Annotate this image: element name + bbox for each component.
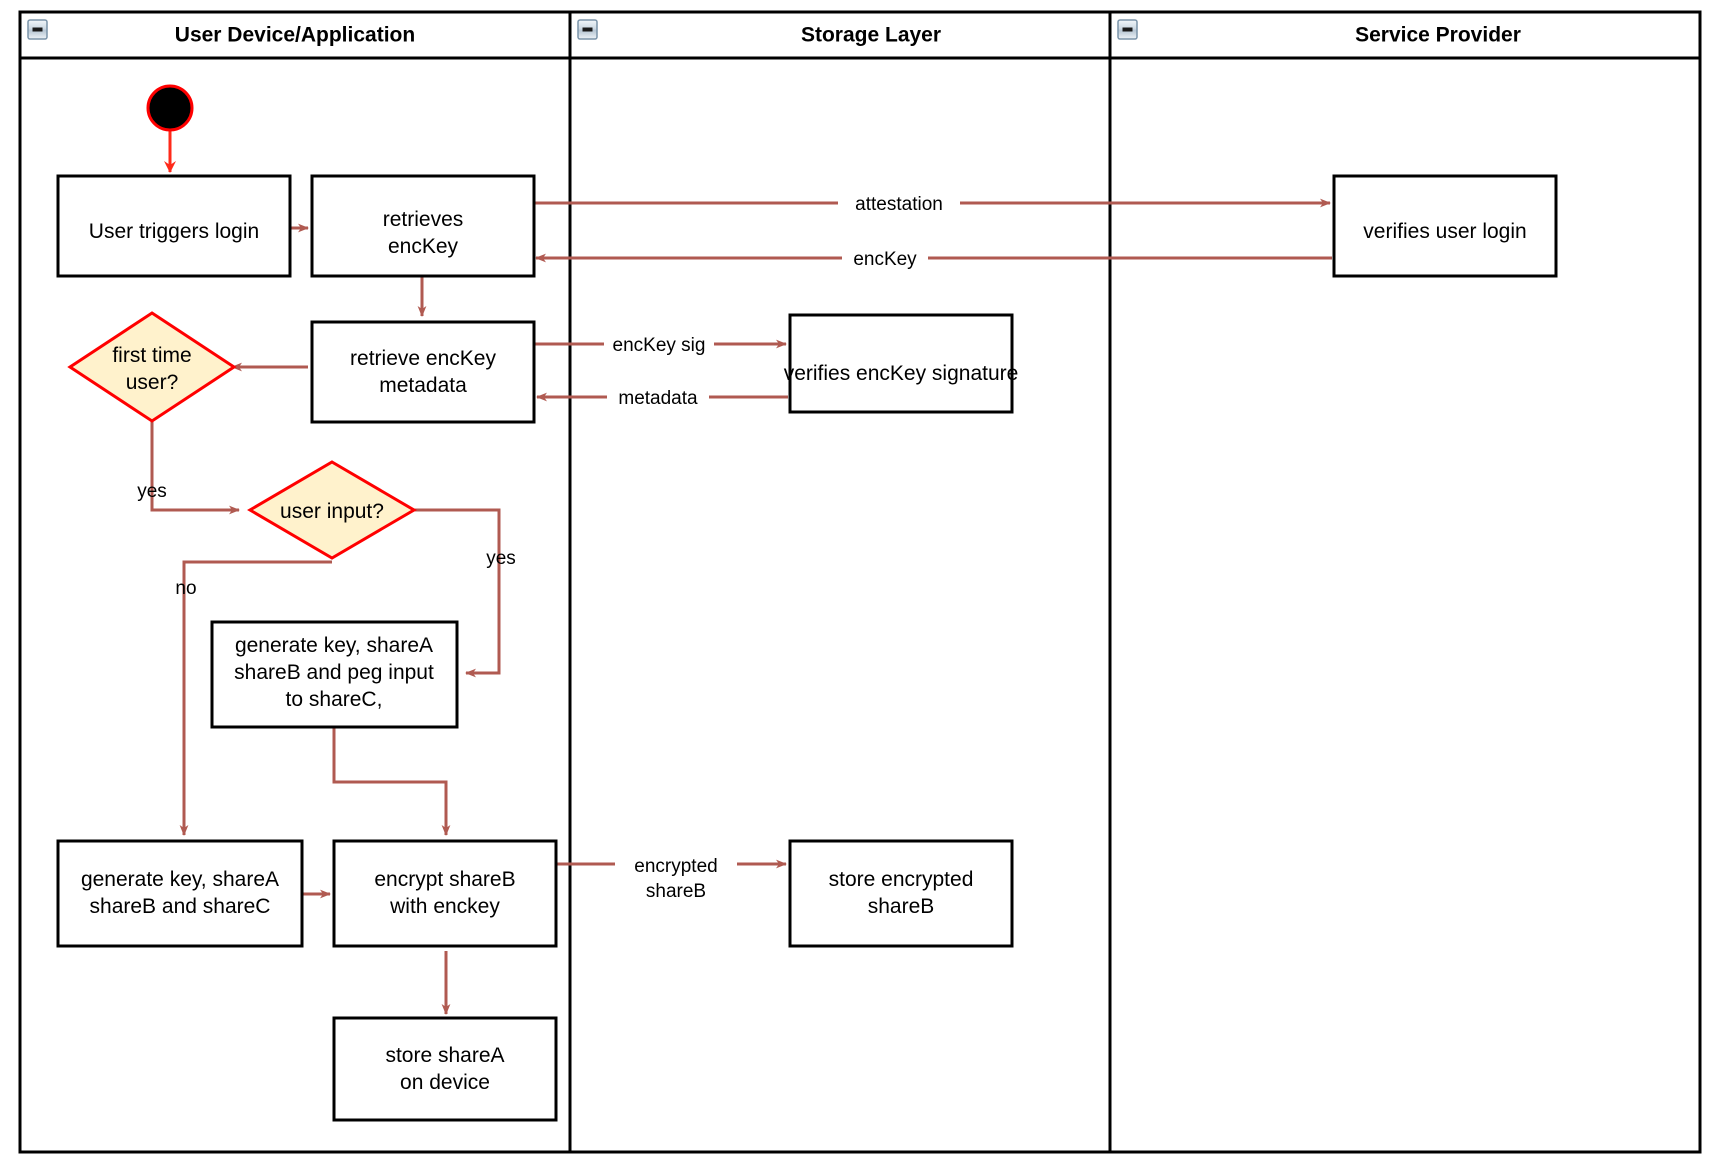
node-label-line2: shareB and peg input [234,661,434,684]
lane-title-user-device: User Device/Application [175,24,415,47]
edge-label-metadata: metadata [618,388,698,409]
node-verifies-enckey-signature[interactable]: verifies encKey signature [784,313,1019,414]
edge-genpeg-to-encrypt [332,727,451,836]
node-label-line1: retrieve encKey [350,347,496,370]
edge-label-encrypted-shareb-l1: encrypted [634,856,717,877]
node-label: verifies user login [1363,220,1526,243]
node-label: verifies encKey signature [784,362,1019,385]
node-label-line2: shareB and shareC [90,895,271,918]
lane-title-storage-layer: Storage Layer [801,24,941,47]
label-bg-attestation [838,190,960,216]
node-store-sharea-on-device[interactable]: store shareA on device [332,1016,558,1122]
node-label: User triggers login [89,220,259,243]
node-label-line2: on device [400,1071,490,1094]
node-label-line1: generate key, shareA [235,634,433,657]
node-first-time-user[interactable]: first time user? [67,311,237,423]
node-store-encrypted-shareb[interactable]: store encrypted shareB [788,839,1014,948]
edge-label-enckey-sig: encKey sig [613,335,706,356]
minus-icon[interactable] [27,19,48,40]
label-bg-enckey-sig [604,331,714,357]
label-bg-enckey [842,245,928,271]
edge-label-enckey: encKey [853,249,917,270]
diagram-frame [18,10,1702,1154]
edge-userinput-no [179,560,332,836]
label-bg-metadata [607,384,709,410]
node-label-line1: first time [112,344,191,367]
node-user-triggers-login[interactable]: User triggers login [56,174,292,278]
node-retrieve-enckey-metadata[interactable]: retrieve encKey metadata [310,320,536,424]
minus-icon[interactable] [577,19,598,40]
node-label-line1: retrieves [383,208,464,231]
node-label-line1: store shareA [385,1044,504,1067]
node-label-line1: store encrypted [829,868,974,891]
edge-firsttime-yes [150,408,240,515]
node-label-line2: user? [126,371,179,394]
label-bg-encrypted-shareb [615,837,737,891]
node-label-line2: encKey [388,235,459,258]
node-label-line2: metadata [379,374,467,397]
node-label-line1: generate key, shareA [81,868,279,891]
node-label-line3: to shareC, [286,688,383,711]
node-encrypt-shareb[interactable]: encrypt shareB with enckey [332,839,558,948]
node-label-line2: with enckey [389,895,500,918]
lane-title-service-provider: Service Provider [1355,24,1521,47]
node-generate-key-sharec[interactable]: generate key, shareA shareB and shareC [56,839,304,948]
node-generate-key-peg[interactable]: generate key, shareA shareB and peg inpu… [210,620,459,729]
node-label-line1: encrypt shareB [374,868,515,891]
node-user-input[interactable]: user input? [247,460,417,560]
minus-icon[interactable] [1117,19,1138,40]
edge-guard-yes-firsttime: yes [137,481,167,502]
edge-userinput-yes [414,508,501,678]
edge-label-attestation: attestation [855,194,943,215]
node-retrieves-enckey[interactable]: retrieves encKey [310,174,536,278]
edge-guard-no-userinput: no [175,578,196,599]
edge-label-encrypted-shareb-l2: shareB [646,881,706,902]
node-verifies-user-login[interactable]: verifies user login [1332,174,1558,278]
lane-header-user-device: User Device/Application [27,19,415,47]
edge-guard-yes-userinput: yes [486,548,516,569]
lane-header-service-provider: Service Provider [1117,19,1521,47]
node-label-line2: shareB [868,895,935,918]
initial-node[interactable] [146,84,194,132]
node-label: user input? [280,500,384,523]
lane-header-storage-layer: Storage Layer [577,19,941,47]
